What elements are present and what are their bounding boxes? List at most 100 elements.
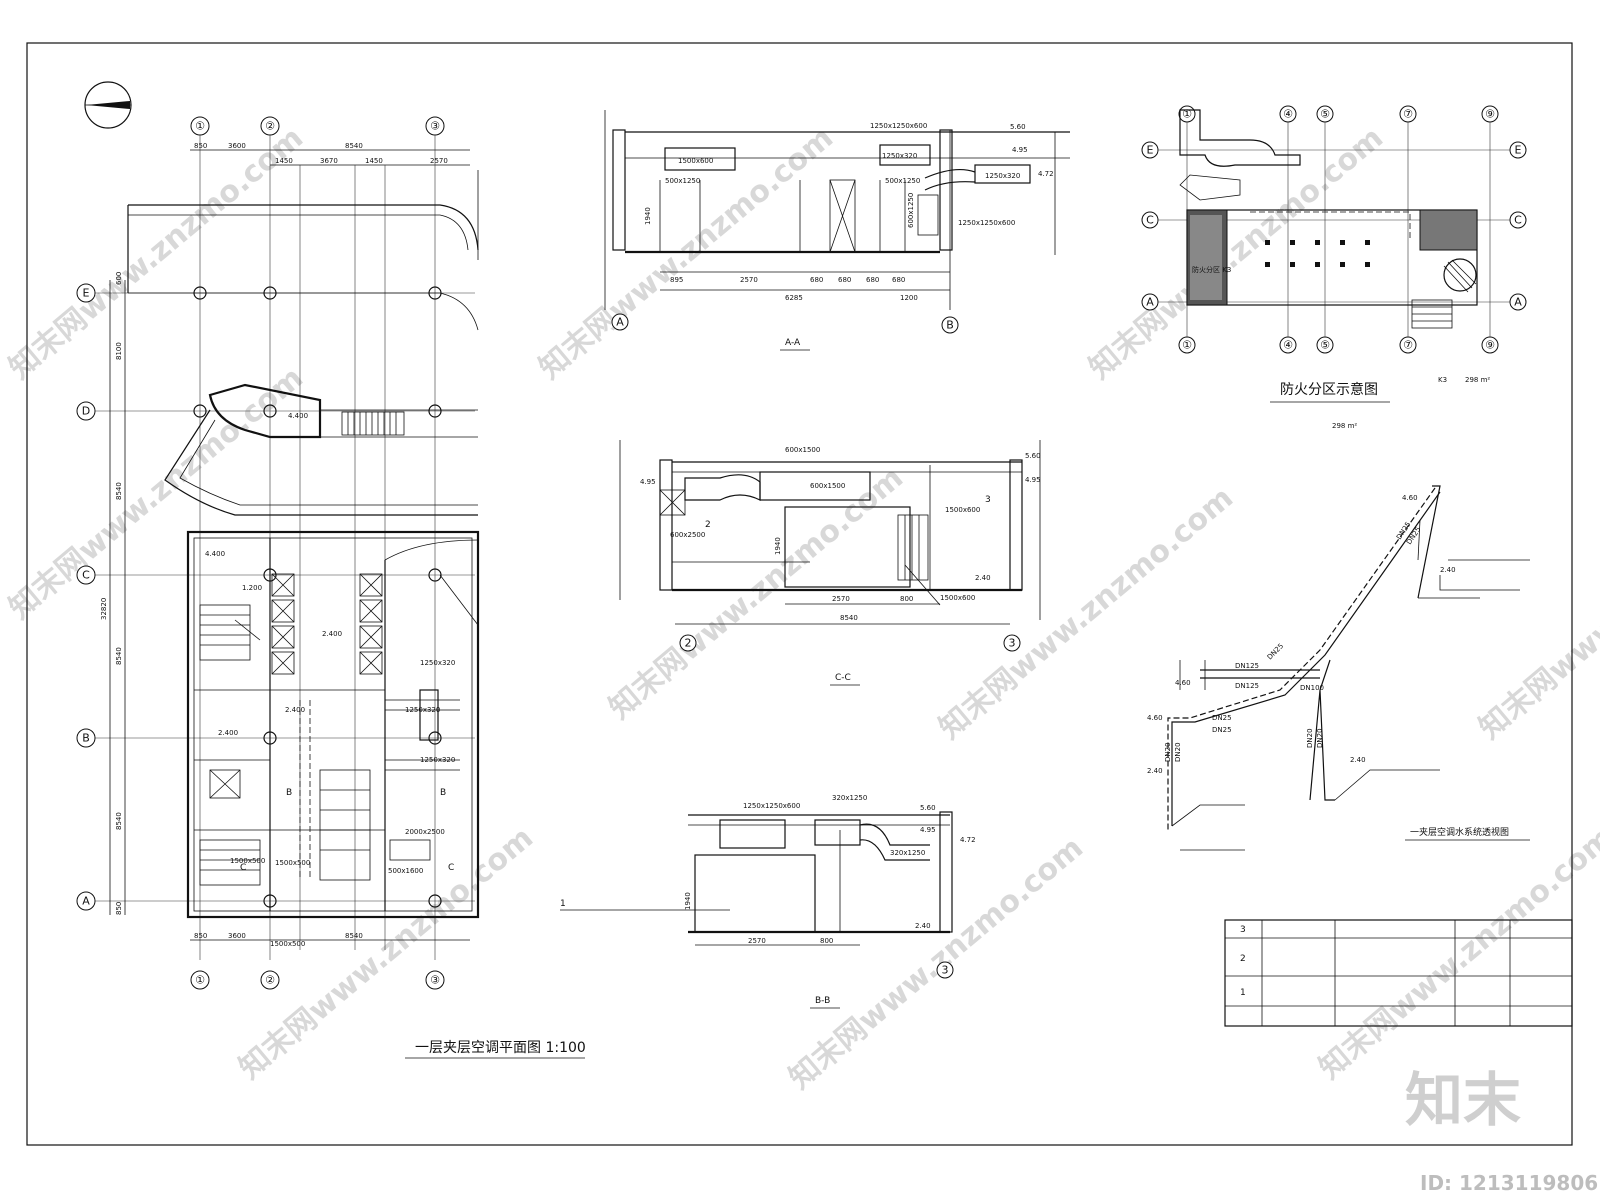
svg-text:⑦: ⑦ — [1403, 339, 1413, 352]
svg-text:4.72: 4.72 — [1038, 170, 1054, 178]
svg-text:895: 895 — [670, 276, 683, 284]
svg-text:8540: 8540 — [115, 647, 123, 665]
svg-text:⑨: ⑨ — [1485, 108, 1495, 121]
svg-text:2.40: 2.40 — [1440, 566, 1456, 574]
svg-text:DN25: DN25 — [1266, 642, 1285, 661]
revision-row-number: 1 — [1240, 988, 1246, 998]
svg-text:5.60: 5.60 — [920, 804, 936, 812]
svg-text:600x1250: 600x1250 — [907, 193, 915, 228]
svg-text:DN100: DN100 — [1300, 684, 1324, 692]
svg-text:680: 680 — [892, 276, 905, 284]
svg-text:防火分区 K3: 防火分区 K3 — [1192, 265, 1231, 274]
svg-text:1450: 1450 — [275, 157, 293, 165]
fire-zone-diagram: ① ④ ⑤ ⑦ ⑨ ① ④ ⑤ ⑦ ⑨ E C A E C A — [1141, 105, 1527, 430]
svg-text:320x1250: 320x1250 — [832, 794, 867, 802]
svg-text:1500x600: 1500x600 — [678, 157, 713, 165]
svg-text:C: C — [82, 569, 90, 582]
svg-text:D: D — [82, 405, 90, 418]
svg-text:680: 680 — [838, 276, 851, 284]
svg-text:2570: 2570 — [740, 276, 758, 284]
svg-text:C: C — [240, 863, 246, 873]
svg-text:1250x320: 1250x320 — [420, 659, 455, 667]
svg-text:DN20: DN20 — [1164, 742, 1172, 762]
fire-zone-axis-top: ① ④ ⑤ ⑦ ⑨ — [1178, 105, 1499, 123]
watermark-text: 知末网www.znzmo.com — [933, 480, 1240, 746]
svg-text:4.95: 4.95 — [1012, 146, 1028, 154]
sheet-border — [26, 42, 1573, 1146]
svg-text:2.40: 2.40 — [1350, 756, 1366, 764]
svg-text:1500x600: 1500x600 — [945, 506, 980, 514]
watermark-layer: 知末网www.znzmo.com 知末网www.znzmo.com 知末网www… — [3, 120, 1600, 1096]
svg-text:3600: 3600 — [228, 932, 246, 940]
svg-text:2.400: 2.400 — [285, 706, 305, 714]
svg-text:①: ① — [195, 120, 205, 133]
svg-text:③: ③ — [430, 974, 440, 987]
plan-axis-top: ① ② ③ — [190, 116, 445, 136]
svg-text:3: 3 — [942, 964, 949, 977]
svg-text:5.60: 5.60 — [1025, 452, 1041, 460]
svg-text:⑦: ⑦ — [1403, 108, 1413, 121]
svg-text:1500x600: 1500x600 — [940, 594, 975, 602]
svg-text:DN25: DN25 — [1212, 726, 1232, 734]
svg-text:C: C — [1146, 214, 1154, 227]
svg-text:②: ② — [265, 120, 275, 133]
watermark-text: 知末网www.znzmo.com — [783, 830, 1090, 1096]
svg-text:⑤: ⑤ — [1320, 108, 1330, 121]
watermark-id: ID: 1213119806 — [1420, 1171, 1598, 1195]
fire-zone-title: 防火分区示意图 — [1280, 381, 1378, 398]
svg-text:1250x320: 1250x320 — [405, 706, 440, 714]
svg-text:6285: 6285 — [785, 294, 803, 302]
svg-text:2.400: 2.400 — [218, 729, 238, 737]
svg-text:A: A — [82, 895, 90, 908]
svg-text:3: 3 — [985, 495, 991, 505]
svg-text:850: 850 — [115, 902, 123, 915]
svg-text:3: 3 — [1009, 637, 1016, 650]
svg-text:2570: 2570 — [430, 157, 448, 165]
svg-text:DN125: DN125 — [1235, 682, 1259, 690]
svg-text:4.60: 4.60 — [1147, 714, 1163, 722]
column-markers — [193, 286, 442, 908]
svg-text:680: 680 — [866, 276, 879, 284]
svg-text:8100: 8100 — [115, 342, 123, 360]
svg-text:2: 2 — [685, 637, 692, 650]
svg-text:4.95: 4.95 — [920, 826, 936, 834]
svg-text:600x1500: 600x1500 — [810, 482, 845, 490]
svg-text:2.400: 2.400 — [322, 630, 342, 638]
svg-text:C: C — [1514, 214, 1522, 227]
svg-text:⑨: ⑨ — [1485, 339, 1495, 352]
svg-text:A: A — [1146, 296, 1154, 309]
svg-text:8540: 8540 — [840, 614, 858, 622]
svg-text:E: E — [83, 287, 90, 300]
svg-text:3600: 3600 — [228, 142, 246, 150]
svg-text:③: ③ — [430, 120, 440, 133]
svg-text:①: ① — [1182, 108, 1192, 121]
svg-text:500x1250: 500x1250 — [885, 177, 920, 185]
svg-text:DN125: DN125 — [1235, 662, 1259, 670]
svg-text:1500x500: 1500x500 — [275, 859, 310, 867]
section-bb-title: B-B — [815, 996, 830, 1006]
watermark-text: 知末网www.znzmo.com — [1473, 480, 1600, 746]
svg-text:B: B — [286, 788, 292, 798]
plan-axis-bottom: ① ② ③ — [190, 970, 445, 990]
svg-text:B: B — [946, 319, 954, 332]
watermark-text: 知末网www.znzmo.com — [1083, 120, 1390, 386]
svg-text:8540: 8540 — [345, 932, 363, 940]
fire-zone-axis-bottom: ① ④ ⑤ ⑦ ⑨ — [1178, 336, 1499, 354]
revision-row-number: 3 — [1240, 925, 1246, 935]
svg-text:600x2500: 600x2500 — [670, 531, 705, 539]
revision-row-number: 2 — [1240, 954, 1246, 964]
svg-text:1250x320: 1250x320 — [882, 152, 917, 160]
svg-text:②: ② — [265, 974, 275, 987]
plan-title: 一层夹层空调平面图 1:100 — [415, 1040, 586, 1056]
elevator-group — [209, 573, 383, 799]
svg-text:①: ① — [195, 974, 205, 987]
svg-text:E: E — [1147, 144, 1154, 157]
svg-text:DN20: DN20 — [1316, 728, 1324, 748]
svg-text:600: 600 — [115, 272, 123, 285]
svg-text:DN25: DN25 — [1212, 714, 1232, 722]
svg-text:8540: 8540 — [115, 812, 123, 830]
svg-text:3670: 3670 — [320, 157, 338, 165]
svg-text:500x1600: 500x1600 — [388, 867, 423, 875]
svg-text:850: 850 — [194, 932, 207, 940]
